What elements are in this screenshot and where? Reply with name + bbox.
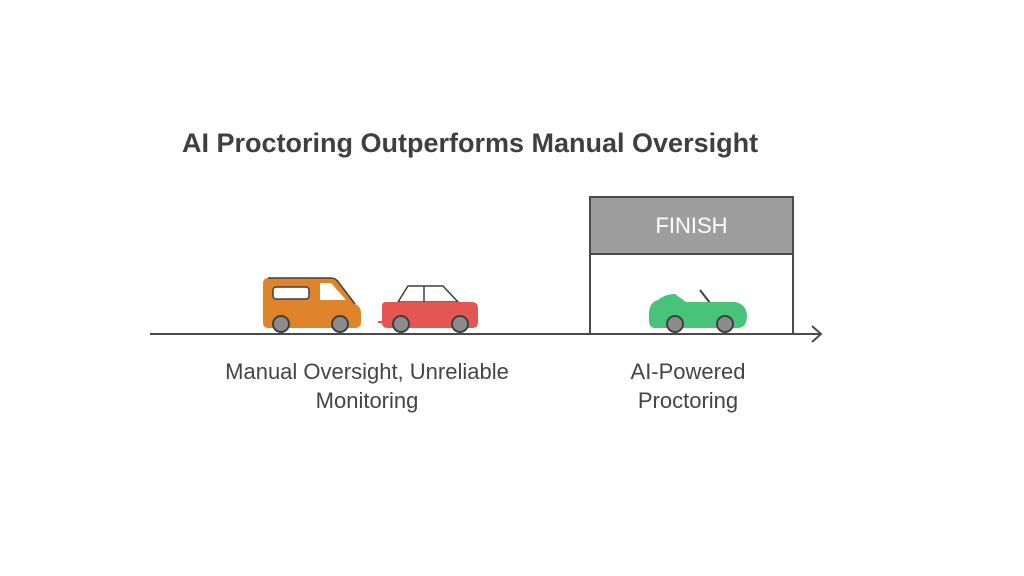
caption-line: Monitoring	[315, 388, 419, 413]
finish-label: FINISH	[655, 212, 728, 238]
caption-manual-oversight: Manual Oversight, Unreliable Monitoring	[200, 357, 534, 415]
track-arrow	[150, 325, 823, 343]
caption-ai-proctoring: AI-Powered Proctoring	[588, 357, 788, 415]
finish-gate	[589, 196, 794, 335]
convertible-icon	[649, 289, 747, 333]
sedan-icon	[378, 285, 478, 333]
caption-line: Proctoring	[637, 388, 739, 413]
van-icon	[263, 277, 361, 333]
caption-line: AI-Powered	[630, 359, 746, 384]
caption-line: Manual Oversight, Unreliable	[225, 359, 509, 384]
finish-header	[590, 197, 793, 254]
diagram-title: AI Proctoring Outperforms Manual Oversig…	[182, 128, 759, 158]
